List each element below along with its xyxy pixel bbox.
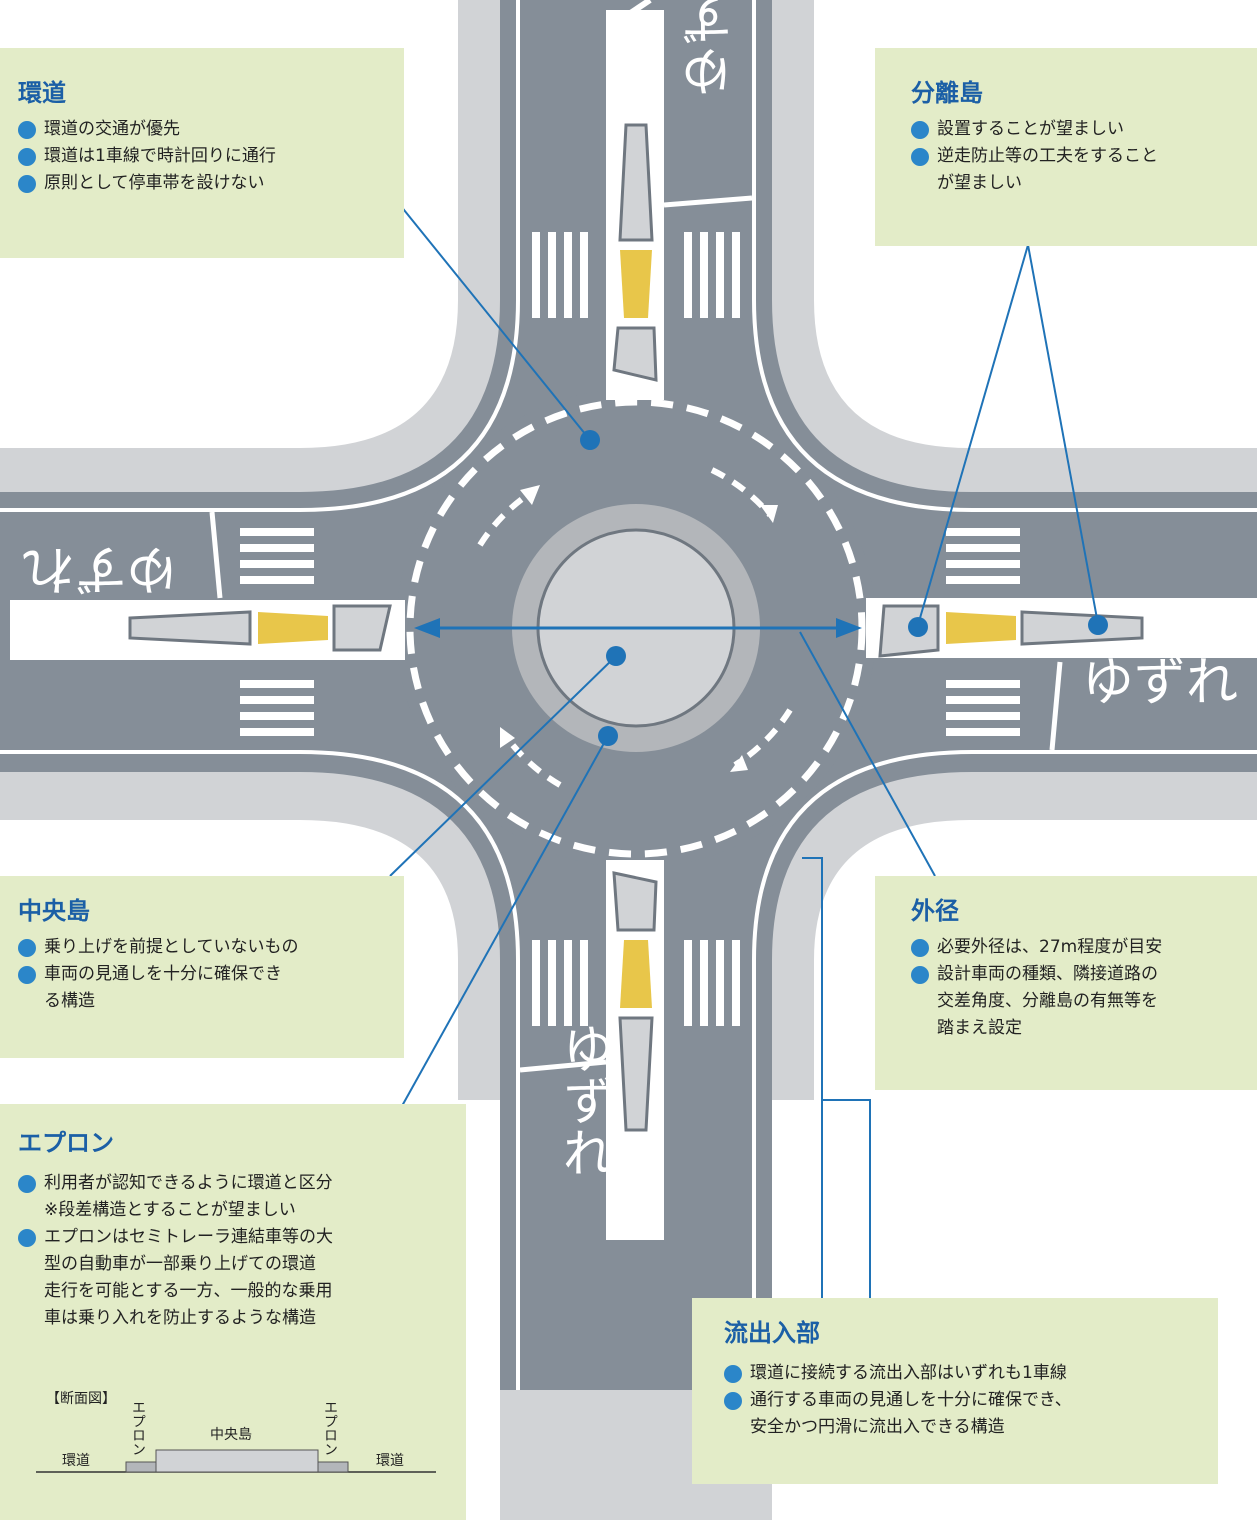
panel-chuoutou: 中央島 乗り上げを前提としていないもの 車両の見通しを十分に確保でき る構造 — [0, 876, 404, 1058]
yield-marking-north: ゆずれ — [682, 0, 742, 98]
west-splitter-island — [10, 600, 405, 660]
panel-gaikei: 外径 必要外径は、27m程度が目安 設計車両の種類、隣接道路の 交差角度、分離島… — [875, 876, 1257, 1090]
list-item: 設計車両の種類、隣接道路の 交差角度、分離島の有無等を 踏まえ設定 — [911, 961, 1257, 1042]
cross-section-center: 中央島 — [210, 1427, 252, 1443]
list-item: 原則として停車帯を設けない — [18, 170, 404, 197]
bullet-icon — [911, 939, 929, 957]
list-item: エプロンはセミトレーラ連結車等の大 型の自動車が一部乗り上げての環道 走行を可能… — [18, 1224, 466, 1332]
list-item: 逆走防止等の工夫をすること が望ましい — [911, 143, 1257, 197]
list-item: 必要外径は、27m程度が目安 — [911, 934, 1257, 961]
bullet-icon — [18, 1229, 36, 1247]
leader-dots — [580, 430, 1108, 746]
cross-section-right-road: 環道 — [376, 1453, 404, 1469]
bullet-icon — [911, 121, 929, 139]
list-item: 環道の交通が優先 — [18, 116, 404, 143]
panel-title: 外径 — [911, 897, 959, 925]
cross-section-diagram: 【断面図】 エプロン エプロン 中央島 環道 環道 — [0, 1104, 466, 1520]
bullet-icon — [911, 148, 929, 166]
crosswalks — [240, 232, 1020, 1026]
bullet-icon — [911, 966, 929, 984]
bullet-icon — [18, 175, 36, 193]
cross-section-apron-right: エプロン — [322, 1400, 338, 1456]
bullet-icon — [724, 1392, 742, 1410]
outer-diameter-arrow — [414, 618, 862, 638]
bullet-icon — [18, 148, 36, 166]
bullet-icon — [18, 121, 36, 139]
cross-section-heading: 【断面図】 — [46, 1391, 116, 1407]
stop-lines — [209, 195, 1063, 1073]
list-item: 設置することが望ましい — [911, 116, 1257, 143]
yield-marking-west: ゆずれ — [22, 538, 178, 598]
list-item: 環道に接続する流出入部はいずれも1車線 — [724, 1360, 1218, 1387]
panel-title: 環道 — [18, 79, 66, 107]
list-item: 利用者が認知できるように環道と区分※段差構造とすることが望ましい — [18, 1170, 466, 1224]
panel-title: エプロン — [18, 1129, 114, 1157]
cross-section-shape — [36, 1449, 436, 1473]
east-splitter-island — [866, 598, 1257, 658]
cross-section-apron-left: エプロン — [130, 1400, 146, 1456]
panel-title: 中央島 — [18, 897, 90, 925]
list-item: 環道は1車線で時計回りに通行 — [18, 143, 404, 170]
hatch-markings — [17, 0, 1243, 1223]
yield-marking-south: ゆずれ — [553, 1022, 613, 1178]
south-splitter-island — [606, 860, 664, 1240]
circulation-arrowheads — [500, 485, 778, 772]
panel-ryushutsu: 流出入部 環道に接続する流出入部はいずれも1車線 通行する車両の見通しを十分に確… — [692, 1298, 1218, 1484]
panel-title: 分離島 — [911, 79, 983, 107]
panel-bunritou: 分離島 設置することが望ましい 逆走防止等の工夫をすること が望ましい — [875, 48, 1257, 246]
panel-apron: エプロン 利用者が認知できるように環道と区分※段差構造とすることが望ましい エプ… — [0, 1104, 466, 1520]
circulation-arrows — [477, 467, 793, 788]
yield-marking-east: ゆずれ — [1082, 653, 1238, 713]
list-item: 乗り上げを前提としていないもの — [18, 934, 404, 961]
panel-title: 流出入部 — [724, 1319, 820, 1347]
cross-section-left-road: 環道 — [62, 1453, 90, 1469]
panel-kando: 環道 環道の交通が優先 環道は1車線で時計回りに通行 原則として停車帯を設けない — [0, 48, 404, 258]
bullet-icon — [18, 966, 36, 984]
bullet-icon — [724, 1365, 742, 1383]
bullet-icon — [18, 1175, 36, 1193]
bullet-icon — [18, 939, 36, 957]
note-text: ※段差構造とすることが望ましい — [44, 1200, 296, 1220]
list-item: 車両の見通しを十分に確保でき る構造 — [18, 961, 404, 1015]
list-item: 通行する車両の見通しを十分に確保でき、 安全かつ円滑に流出入できる構造 — [724, 1387, 1218, 1441]
